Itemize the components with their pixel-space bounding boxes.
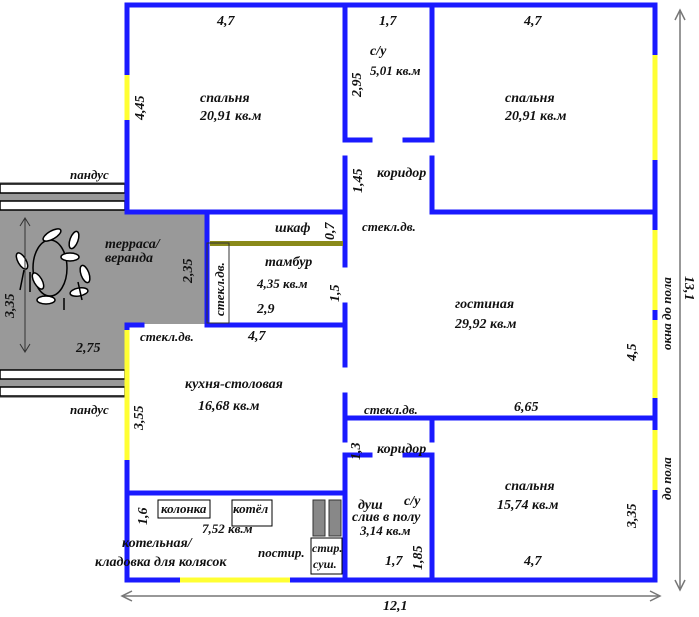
dim-label: 1,45: [351, 168, 366, 194]
room-name: гостиная: [455, 297, 515, 312]
room-name: коридор: [377, 166, 427, 181]
glass-door-label: стекл.дв.: [212, 262, 227, 316]
window-note: до пола: [659, 457, 674, 500]
room-area: 29,92 кв.м: [455, 317, 517, 332]
dimension-arrow: [19, 217, 31, 353]
terrace-area: [0, 182, 127, 398]
dim-label: 2,9: [257, 302, 275, 317]
room-area: 3,14 кв.м: [360, 523, 411, 538]
dim-label: 1,7: [385, 554, 403, 569]
dim-label: 4,5: [625, 343, 640, 362]
glass-door-label: стекл.дв.: [364, 402, 418, 417]
room-name: с/у: [370, 44, 387, 59]
dim-label: 1,6: [136, 507, 151, 526]
laundry-appliances: [312, 499, 342, 537]
room-area: 4,35 кв.м: [257, 276, 308, 291]
dim-label: 2,75: [76, 341, 101, 356]
dim-label: 1,7: [379, 14, 397, 29]
dim-label: 1,85: [411, 545, 426, 571]
dim-label: 1,5: [328, 284, 343, 303]
dim-label: 2,35: [181, 258, 196, 284]
room-name: тамбур: [265, 255, 313, 270]
dim-label: 3,35: [625, 503, 640, 529]
dim-label: 0,7: [323, 222, 338, 241]
kotel-box: [231, 499, 273, 527]
boiler-label: котёл: [233, 501, 269, 516]
dim-label: 4,7: [248, 329, 266, 344]
dim-label: 4,7: [217, 14, 235, 29]
dim-label: 13,1: [681, 276, 696, 301]
glass-door-label: стекл.дв.: [140, 329, 194, 344]
room-name: спальня: [505, 479, 555, 494]
dryer-label: суш.: [313, 557, 337, 571]
washer-label: стир.: [312, 541, 343, 555]
dimension-arrow: [674, 8, 686, 592]
window-note: окна до пола: [659, 277, 674, 350]
ramp-label: пандус: [70, 167, 109, 182]
room-area: 15,74 кв.м: [497, 498, 559, 513]
room-area: 16,68 кв.м: [198, 399, 260, 414]
room-name: коридор: [377, 442, 427, 457]
room-name: с/у: [404, 494, 421, 509]
room-area: 20,91 кв.м: [200, 109, 262, 124]
glass-door-frame: [206, 242, 230, 324]
dim-label: 4,7: [524, 14, 542, 29]
room-name: душ: [358, 498, 383, 513]
room-name: слив в полу: [352, 510, 421, 525]
kolonka-box: [157, 499, 211, 519]
room-name: котельная/: [122, 536, 192, 551]
terrace-table: [15, 228, 91, 310]
dim-label: 6,65: [514, 400, 539, 415]
stir-box: [310, 537, 343, 575]
room-name: спальня: [200, 91, 250, 106]
room-name: терраса/ веранда: [105, 237, 160, 266]
dim-label: 3,55: [132, 405, 147, 431]
dimension-arrow: [120, 590, 662, 602]
dim-label: 2,95: [350, 72, 365, 98]
column-label: колонка: [161, 501, 207, 516]
laundry-label: постир.: [258, 545, 305, 560]
dim-label: 1,3: [349, 442, 364, 461]
room-name: спальня: [505, 91, 555, 106]
room-area: 20,91 кв.м: [505, 109, 567, 124]
dim-label: 3,35: [3, 293, 18, 319]
dim-label: 12,1: [383, 599, 408, 614]
ramp-label: пандус: [70, 402, 109, 417]
room-area: 7,52 кв.м: [202, 521, 253, 536]
room-area: 5,01 кв.м: [370, 63, 421, 78]
room-name: кухня-столовая: [185, 377, 283, 392]
glass-door-label: стекл.дв.: [362, 219, 416, 234]
terrace-area: [127, 214, 209, 324]
windows: [124, 55, 658, 583]
wardrobe-bar: [210, 241, 343, 246]
dim-label: 4,45: [133, 95, 148, 121]
room-name: кладовка для колясок: [95, 555, 227, 570]
wardrobe-label: шкаф: [275, 221, 311, 236]
dim-label: 4,7: [524, 554, 542, 569]
